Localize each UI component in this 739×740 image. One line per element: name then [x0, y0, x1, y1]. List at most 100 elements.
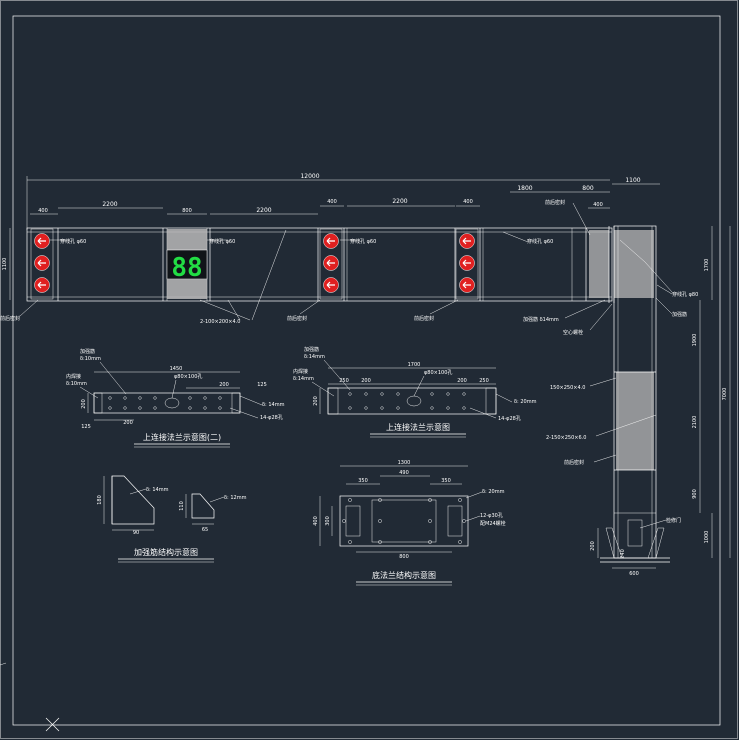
dim-1800: 1800: [517, 185, 532, 192]
label-hole-60-b: 穿线孔 φ60: [209, 238, 235, 245]
label-seal-b: 前后密封: [414, 315, 434, 322]
dim-overall: 12000: [300, 173, 319, 180]
flange2-dim-h200: 200: [81, 399, 87, 409]
label-hole-60-d: 穿线孔 φ60: [527, 238, 553, 245]
label-seal-a: 前后密封: [287, 315, 307, 322]
flange2-dim-200a: 200: [219, 382, 229, 388]
dim-1000: 1000: [704, 531, 710, 544]
flange2-dim-125b: 125: [81, 424, 91, 430]
dim-600: 600: [629, 571, 639, 577]
dim-1100-top: 1100: [625, 177, 640, 184]
rib-b-height: 110: [179, 501, 185, 511]
dim-2200-b: 2200: [256, 207, 271, 214]
inner-frame: [12, 15, 721, 726]
flange1-label-inner-t: δ:14mm: [293, 376, 314, 382]
flange2-dim-125a: 125: [257, 382, 267, 388]
base-dim-400: 400: [313, 516, 319, 526]
rib-structure: 180 90 δ: 14mm 110 65 δ: 12mm 加强筋结构示意图: [97, 475, 247, 563]
label-seal-top: 前后密封: [545, 199, 565, 206]
flange-one: 1700 250 200 200 250 200 加强筋 δ:14mm 内焊接 …: [293, 346, 537, 438]
base-holes: 12-φ30孔: [480, 512, 503, 519]
corner-tick: [0, 662, 7, 666]
dim-400-d: 400: [593, 202, 603, 208]
gantry-labels: 穿线孔 φ60 穿线孔 φ60 穿线孔 φ60 穿线孔 φ60 前后密封 2-1…: [0, 199, 698, 336]
beam-end-flange: [589, 226, 654, 303]
flange1-dim-h200: 200: [313, 396, 319, 406]
flange2-label-rib: 加强筋: [80, 348, 95, 355]
flange2-label-plate: δ: 14mm: [262, 402, 285, 408]
base-flange: 1300 490 350 350 400 300 800 δ: 20mm 12-…: [313, 460, 506, 586]
flange1-dim-250a: 250: [339, 378, 349, 384]
dim-1900: 1900: [692, 334, 698, 347]
dim-2200-a: 2200: [102, 201, 117, 208]
base-dim-300: 300: [325, 516, 331, 526]
base-dim-350b: 350: [441, 478, 451, 484]
dim-400-c: 400: [463, 199, 473, 205]
flange2-dim-200b: 200: [123, 420, 133, 426]
base-bolts: 配M24螺栓: [480, 520, 506, 527]
countdown-display: 88: [166, 229, 208, 299]
dim-240: 240: [620, 549, 626, 559]
flange2-label-rib-t: δ:10mm: [80, 356, 101, 362]
dim-7000: 7000: [722, 388, 728, 401]
rib-b-width: 65: [202, 527, 208, 533]
base-dim-350a: 350: [358, 478, 368, 484]
label-tube-b: 2-150×250×6.0: [546, 435, 586, 441]
label-inspection: 检修门: [666, 517, 681, 524]
flange2-label-holes: 14-φ28孔: [260, 414, 283, 421]
dim-200-base: 200: [590, 541, 596, 551]
dim-2100: 2100: [692, 416, 698, 429]
flange2-label-inner: 内焊接: [66, 373, 81, 380]
label-hollow-bolt: 空心螺栓: [563, 329, 583, 336]
label-hole-60-c: 穿线孔 φ60: [350, 238, 376, 245]
flange2-dim-1450: 1450: [170, 366, 183, 372]
flange1-dim-200: 200: [361, 378, 371, 384]
label-column-seal: 前后密封: [564, 459, 584, 466]
dim-height-1100: 1100: [2, 258, 8, 271]
label-rib-right: 加强筋: [672, 311, 687, 318]
rib-a-width: 90: [133, 530, 139, 536]
dim-400-b: 400: [327, 199, 337, 205]
rib-a-height: 180: [97, 495, 103, 505]
base-dim-800: 800: [399, 554, 409, 560]
base-title: 底法兰结构示意图: [372, 570, 436, 580]
flange1-dim-1700: 1700: [408, 362, 421, 368]
flange1-label-rib-t: δ:14mm: [304, 354, 325, 360]
label-seal-left: 前后密封: [0, 315, 20, 322]
rib-a-thickness: δ: 14mm: [146, 487, 169, 493]
flange1-label-plate: δ: 20mm: [514, 399, 537, 405]
rib-b-thickness: δ: 12mm: [224, 495, 247, 501]
flange2-title: 上连接法兰示意图(二): [143, 432, 221, 442]
flange-two: 1450 200 125 200 125 200 加强筋 δ:10mm 内焊接 …: [66, 348, 285, 448]
signal-head-3: [455, 228, 479, 300]
flange2-label-slot: φ80×100孔: [174, 373, 202, 380]
dim-1700: 1700: [704, 259, 710, 272]
signal-head-2: [319, 228, 343, 300]
base-dim-490: 490: [399, 470, 409, 476]
label-tube-a: 150×250×4.0: [550, 385, 585, 391]
base-dim-1300: 1300: [398, 460, 411, 466]
label-rib-14: 加强筋 δ14mm: [523, 316, 559, 323]
base-plate: δ: 20mm: [482, 489, 505, 495]
ucs-cross-icon: [45, 717, 60, 732]
dim-800-right: 800: [582, 185, 594, 192]
dim-900: 900: [692, 489, 698, 499]
flange1-dim-200b: 200: [457, 378, 467, 384]
flange1-title: 上连接法兰示意图: [386, 422, 450, 432]
signal-head-1: [30, 228, 54, 300]
label-hole-80: 穿线孔 φ80: [672, 291, 698, 298]
gantry-beam: 12000 1800 800 1100 400 2200 800 2200 40…: [2, 173, 660, 302]
flange1-label-holes: 14-φ28孔: [498, 415, 521, 422]
flange2-label-inner-t: δ:10mm: [66, 381, 87, 387]
flange1-label-rib: 加强筋: [304, 346, 319, 353]
rib-title: 加强筋结构示意图: [134, 547, 198, 557]
flange1-label-slot: φ80×100孔: [424, 369, 452, 376]
flange1-dim-250b: 250: [479, 378, 489, 384]
flange1-label-inner: 内焊接: [293, 368, 308, 375]
dim-2200-c: 2200: [392, 198, 407, 205]
label-tube: 2-100×200×4.0: [200, 319, 240, 325]
column: 7000 1700 1900 2100 900 1000 200 240 600…: [546, 225, 731, 577]
countdown-digits: 88: [171, 253, 202, 283]
